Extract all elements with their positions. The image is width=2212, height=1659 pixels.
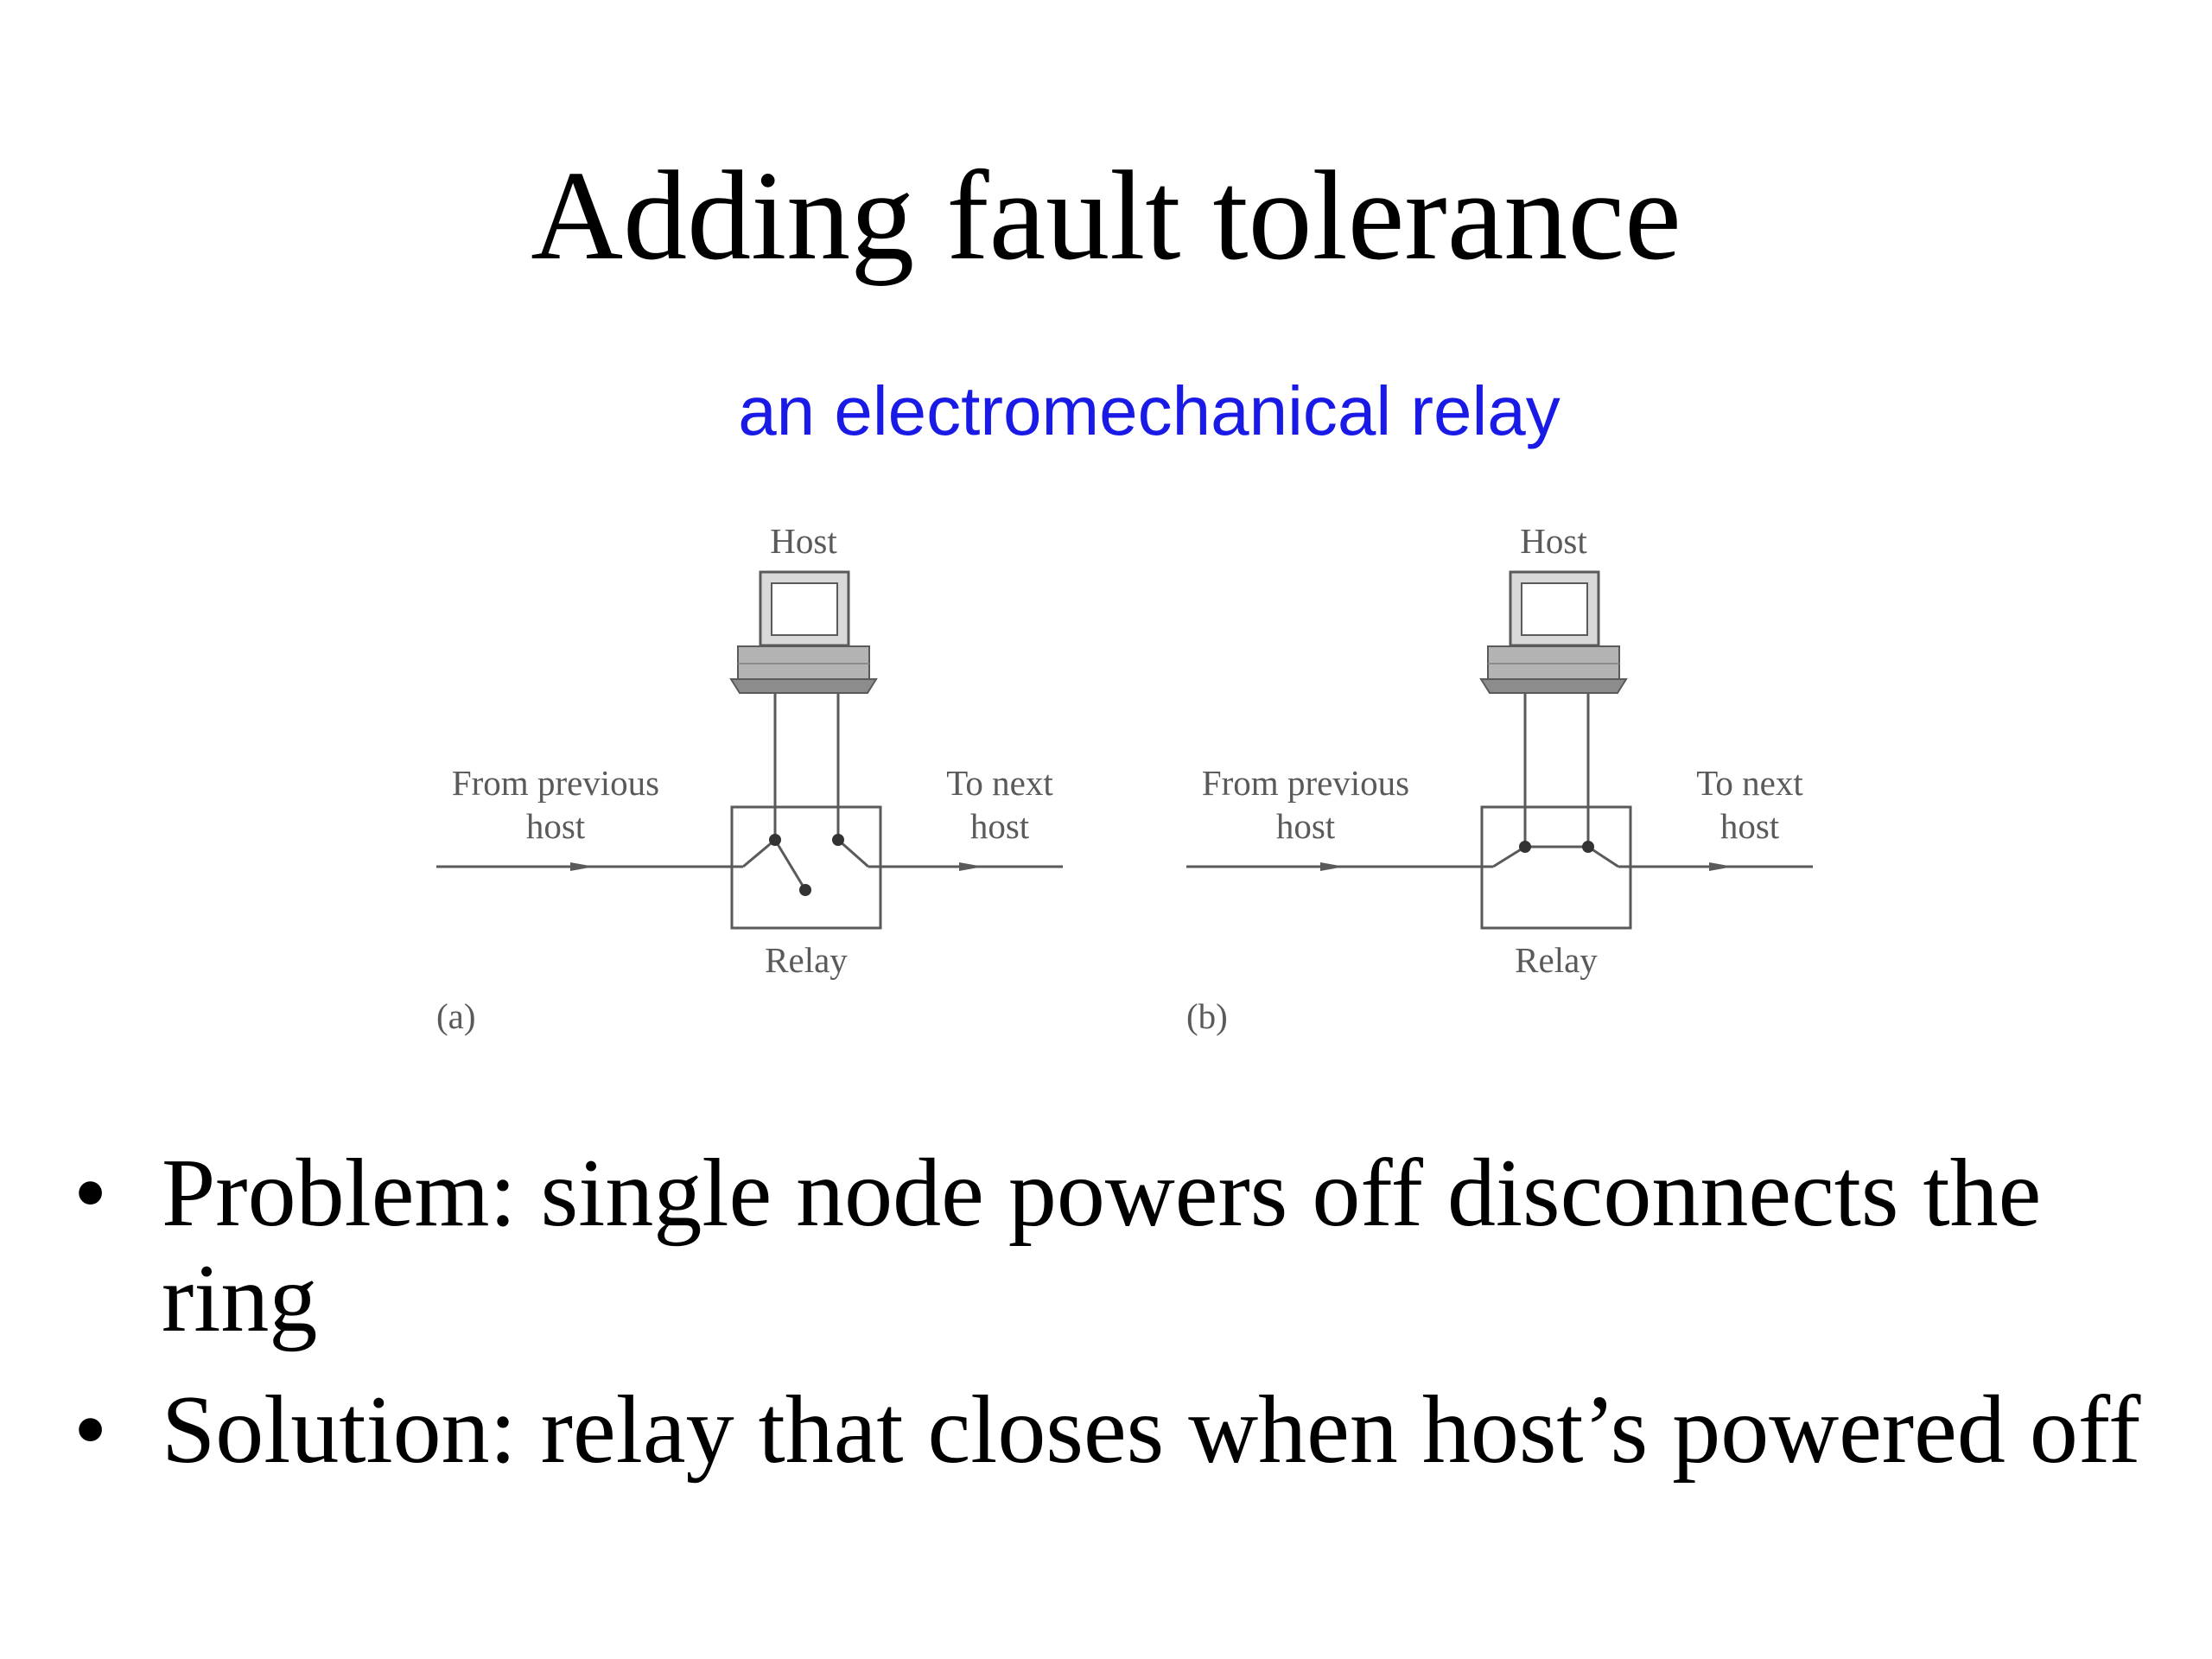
bullet-item: • Problem: single node powers off discon… [0,1141,2212,1351]
to-label-line2: host [1720,806,1780,846]
panel-caption: (b) [1186,996,1228,1036]
relay-box [730,805,882,930]
bullet-text: Solution: relay that closes when host’s … [162,1376,2141,1484]
bullet-list: • Problem: single node powers off discon… [0,1141,2212,1509]
to-label-line2: host [970,806,1030,846]
contact-dot [1582,841,1594,853]
from-label-line2: host [526,806,586,846]
switch-blade-left [1492,845,1526,868]
panel-a: Host From previous host To next host Rel… [436,521,1063,1036]
slide-title: Adding fault tolerance [531,145,1681,287]
switch-blade-middle [773,839,807,891]
bullet-marker: • [73,1376,108,1484]
contact-dot [769,834,781,846]
to-label-line1: To next [1696,763,1803,803]
from-label-line2: host [1276,806,1336,846]
switch-blade-right [837,838,869,868]
to-label-line1: To next [946,763,1053,803]
contact-dot [832,834,844,846]
bullet-marker: • [73,1140,108,1247]
host-computer-icon [729,570,878,694]
relay-label: Relay [1515,940,1598,980]
host-label: Host [1520,521,1587,561]
panel-caption: (a) [436,996,476,1036]
relay-box [1480,805,1632,930]
bullet-item: • Solution: relay that closes when host’… [0,1377,2212,1483]
from-label-line1: From previous [1202,763,1409,803]
slide-subtitle: an electromechanical relay [738,372,1560,449]
relay-label: Relay [765,940,848,980]
bullet-text: Problem: single node powers off disconne… [162,1140,2042,1352]
contact-dot [799,884,811,896]
contact-dot [1519,841,1531,853]
switch-blade-left [742,838,776,868]
from-label-line1: From previous [452,763,659,803]
host-computer-icon [1479,570,1628,694]
host-label: Host [770,521,837,561]
panel-b: Host From previous host To next host Rel… [1186,521,1813,1036]
